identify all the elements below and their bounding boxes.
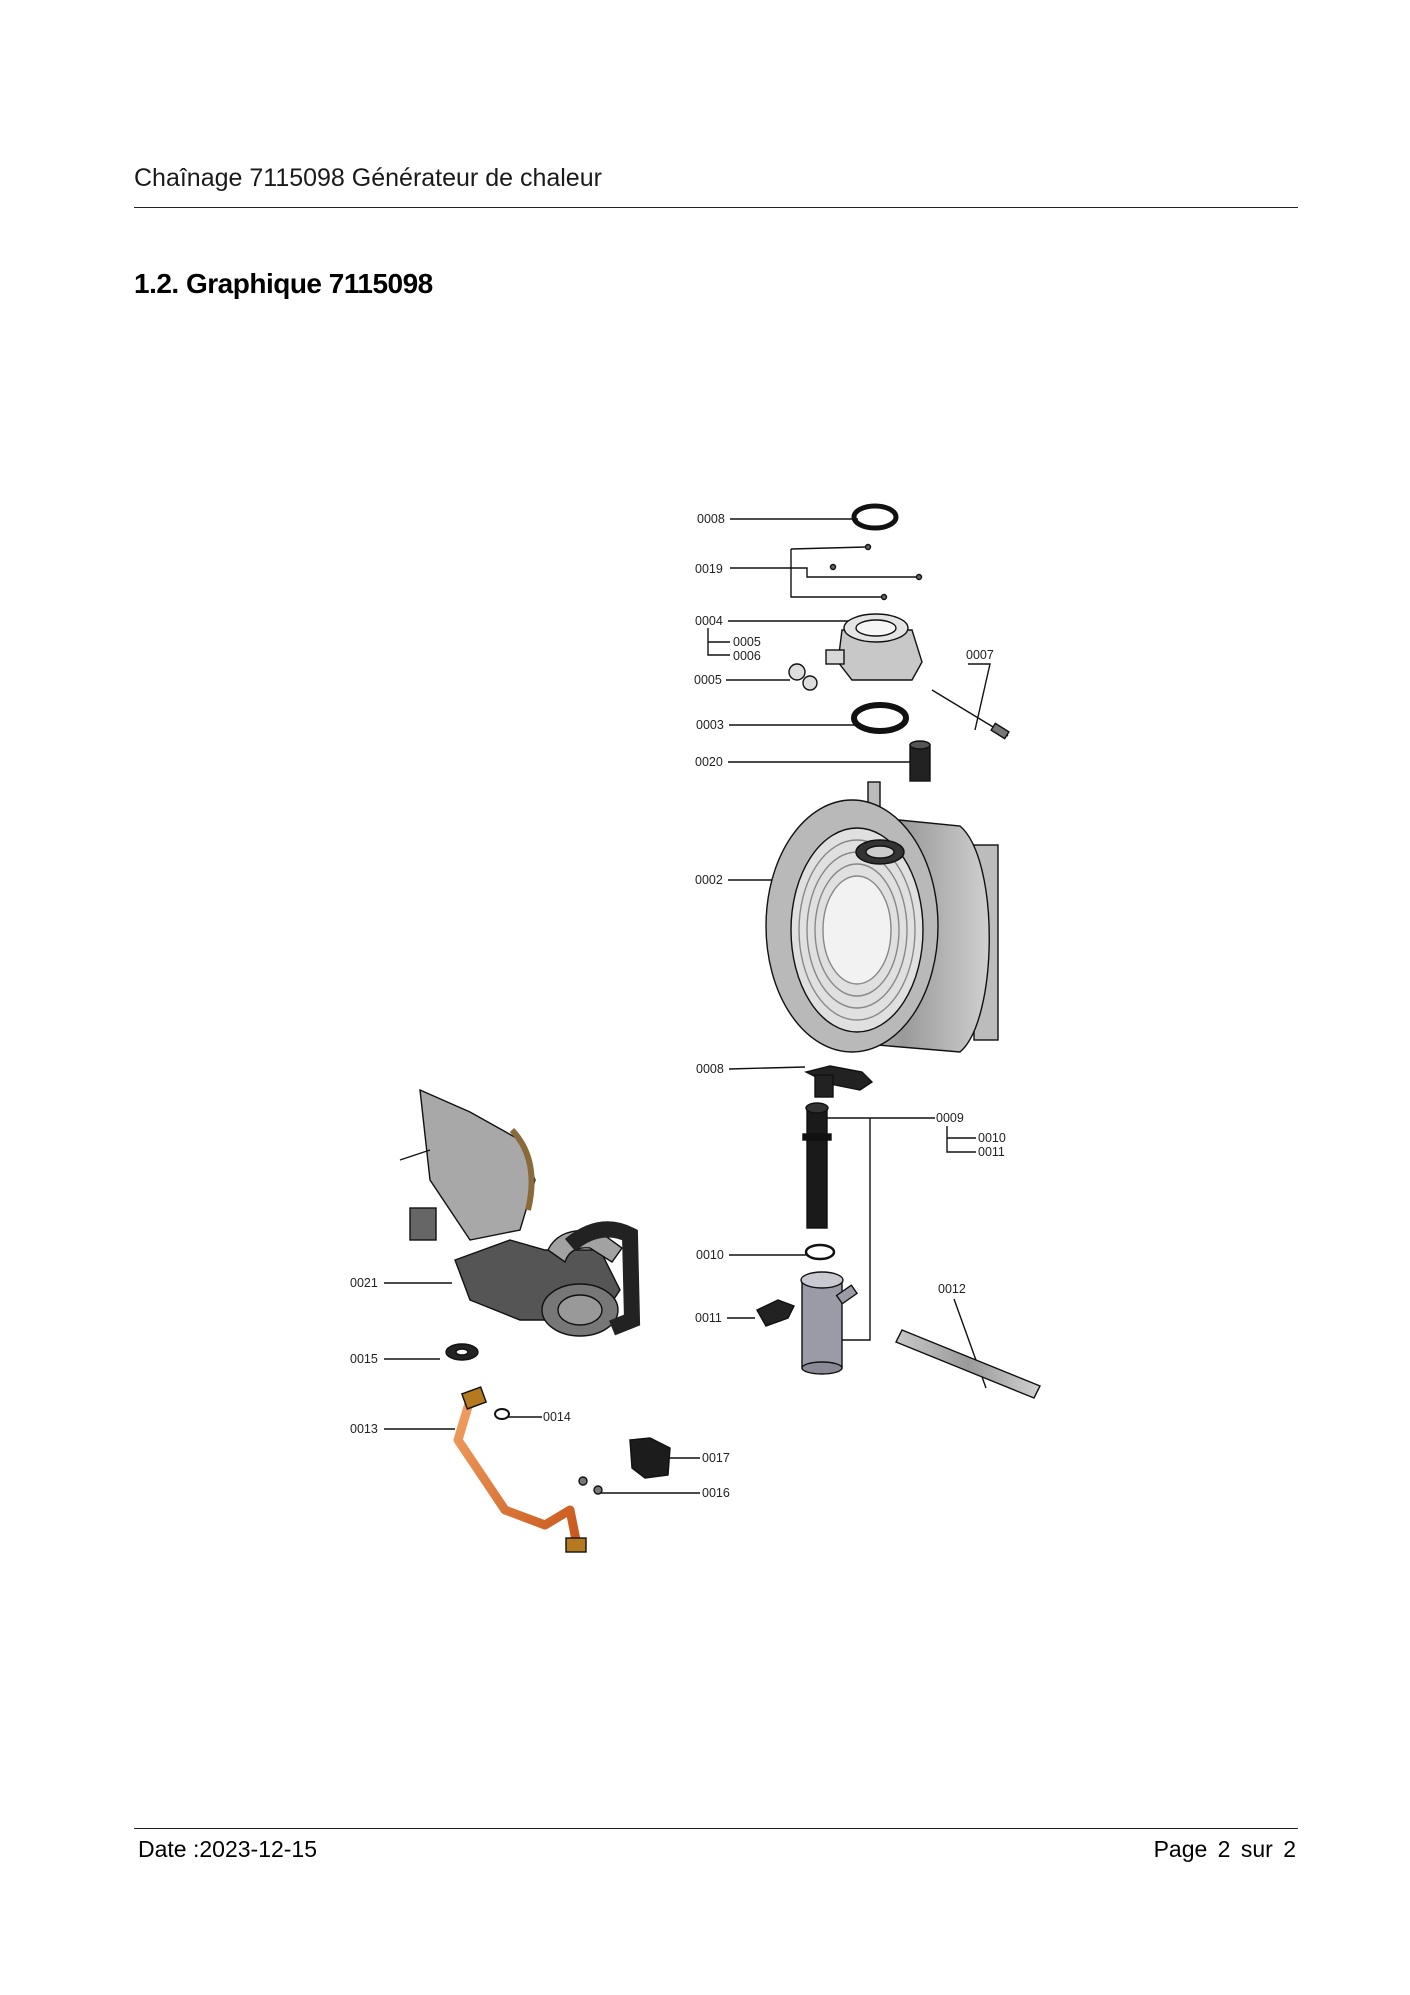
callout-0012: 0012 [938,1282,966,1296]
callout-0011-b: 0011 [695,1311,722,1325]
callout-0008-mid: 0008 [696,1062,724,1076]
part-0017-bracket: 0017 [629,1437,730,1479]
callout-0010-b: 0010 [696,1248,724,1262]
callout-0010-a: 0010 [978,1131,1006,1145]
callout-0002: 0002 [695,873,723,887]
callout-0015: 0015 [350,1352,378,1366]
part-0021-fan-assembly: 0021 [350,1088,641,1337]
callout-0013: 0013 [350,1422,378,1436]
part-0008-gasket-ring: 0008 [697,503,899,531]
footer-divider [134,1828,1298,1829]
part-0008-elbow: 0008 [696,1062,874,1098]
part-0014-o-ring: 0014 [494,1408,571,1424]
callout-0005-a: 0005 [733,635,761,649]
callout-0011-a: 0011 [978,1145,1005,1159]
footer-date: Date :2023-12-15 [138,1836,318,1862]
part-0004-burner-housing: 0004 0005 0006 [695,613,923,681]
part-0020-nozzle: 0020 [695,740,931,782]
callout-0017: 0017 [702,1451,730,1465]
part-0002-heat-exchanger: 0002 [695,781,999,1053]
callout-0021: 0021 [350,1276,378,1290]
section-title: 1.2. Graphique 7115098 [134,268,433,299]
part-0011-clip: 0011 [695,1271,859,1375]
part-0010-o-ring: 0010 [696,1243,836,1262]
callout-0016: 0016 [702,1486,730,1500]
callout-0007: 0007 [966,648,994,662]
document-header-title: Chaînage 7115098 Générateur de chaleur [134,164,602,192]
footer-page-number: Page 2 sur 2 [1153,1836,1296,1862]
callout-0003: 0003 [696,718,724,732]
callout-0005-b: 0005 [694,673,722,687]
part-0005-plug: 0005 [694,663,818,691]
callout-0009: 0009 [936,1111,964,1125]
part-0007-sensor: 0007 [931,648,1010,740]
part-0019-screws: 0019 [695,543,923,601]
part-0003-gasket: 0003 [696,702,909,734]
part-0009-siphon: 0009 0010 0011 [802,1102,1006,1341]
callout-0006: 0006 [733,649,761,663]
callout-0020: 0020 [695,755,723,769]
part-0012-drain-pipe: 0012 [895,1282,1041,1399]
callout-0019: 0019 [695,562,723,576]
part-0015-washer: 0015 [350,1343,479,1366]
part-0016-screws: 0016 [578,1476,730,1500]
callout-0008-top: 0008 [697,512,725,526]
callout-0004: 0004 [695,614,723,628]
part-0013-copper-pipe: 0013 [350,1386,587,1553]
callout-0014: 0014 [543,1410,571,1424]
header-divider [134,207,1298,208]
